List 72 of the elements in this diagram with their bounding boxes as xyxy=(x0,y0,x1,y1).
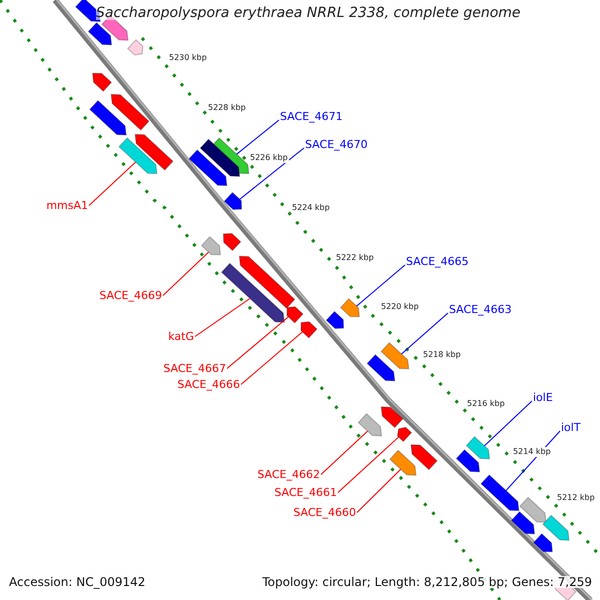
leader-line xyxy=(320,430,368,475)
gene-block xyxy=(200,138,240,177)
gene-label: SACE_4661 xyxy=(274,487,337,498)
gene-block xyxy=(532,533,553,552)
gene-block xyxy=(127,39,144,56)
gene-label: SACE_4671 xyxy=(280,111,343,122)
tick-label: 5220 kbp xyxy=(380,302,420,312)
leader-line xyxy=(239,148,304,200)
gene-block xyxy=(222,233,242,252)
gene-block xyxy=(286,306,304,324)
leader-line xyxy=(226,316,289,369)
gene-label: mmsA1 xyxy=(46,200,88,211)
gene-block xyxy=(456,449,480,472)
gene-block xyxy=(326,310,344,329)
gene-block xyxy=(238,256,296,309)
gene-block xyxy=(519,496,547,523)
gene-block xyxy=(134,134,174,171)
leader-line xyxy=(338,436,400,493)
gene-block xyxy=(380,406,404,428)
gene-label: iolT xyxy=(561,422,581,433)
gene-block xyxy=(224,192,242,210)
tick-label: 5230 kbp xyxy=(168,53,208,63)
gene-block xyxy=(542,514,570,541)
gene-label: SACE_4666 xyxy=(177,379,240,390)
gene-block xyxy=(466,436,490,460)
gene-label: iolE xyxy=(533,392,553,403)
gene-label: SACE_4663 xyxy=(449,304,512,315)
gene-block xyxy=(110,94,150,131)
gene-block xyxy=(366,354,396,382)
gene-block xyxy=(88,22,112,46)
gene-block xyxy=(300,321,318,339)
genome-summary: Topology: circular; Length: 8,212,805 bp; Genes: 7,259 xyxy=(262,576,592,588)
gene-block xyxy=(510,511,536,534)
gene-block xyxy=(220,262,285,323)
gene-block xyxy=(188,149,228,186)
tick-label: 5218 kbp xyxy=(422,350,462,360)
tick-label: 5222 kbp xyxy=(335,253,375,263)
gene-label: SACE_4669 xyxy=(99,290,162,301)
leader-line xyxy=(162,252,210,296)
leader-line xyxy=(88,162,136,206)
gene-block xyxy=(89,100,127,136)
tick-label: 5226 kbp xyxy=(249,153,289,163)
tick-label: 5212 kbp xyxy=(556,493,596,503)
gene-block xyxy=(380,342,410,370)
gene-label: katG xyxy=(168,331,194,342)
leader-line xyxy=(356,468,402,513)
gene-label: SACE_4660 xyxy=(293,507,356,518)
leader-line xyxy=(194,298,250,337)
gene-label: SACE_4667 xyxy=(163,363,226,374)
leader-line xyxy=(356,264,406,307)
leader-line xyxy=(240,331,303,385)
gene-block xyxy=(389,450,417,476)
gene-block xyxy=(410,444,438,470)
gene-label: SACE_4670 xyxy=(305,139,368,150)
leader-line xyxy=(484,400,532,446)
leader-line xyxy=(236,120,280,155)
gene-block xyxy=(200,236,221,256)
gene-block xyxy=(358,413,382,436)
gene-block xyxy=(396,426,412,442)
tick-label: 5224 kbp xyxy=(291,203,331,213)
gene-label: SACE_4665 xyxy=(406,256,469,267)
gene-block xyxy=(340,298,360,318)
gene-block xyxy=(92,72,112,92)
accession-text: Accession: NC_009142 xyxy=(9,576,146,588)
tick-label: 5214 kbp xyxy=(512,447,552,457)
title: Saccharopolyspora erythraea NRRL 2338, complete genome xyxy=(96,6,521,20)
gene-block xyxy=(480,474,520,512)
gene-label: SACE_4662 xyxy=(257,469,320,480)
leader-line xyxy=(401,312,448,354)
gene-block xyxy=(118,137,158,174)
tick-label: 5216 kbp xyxy=(466,399,506,409)
tick-label: 5228 kbp xyxy=(207,103,247,113)
